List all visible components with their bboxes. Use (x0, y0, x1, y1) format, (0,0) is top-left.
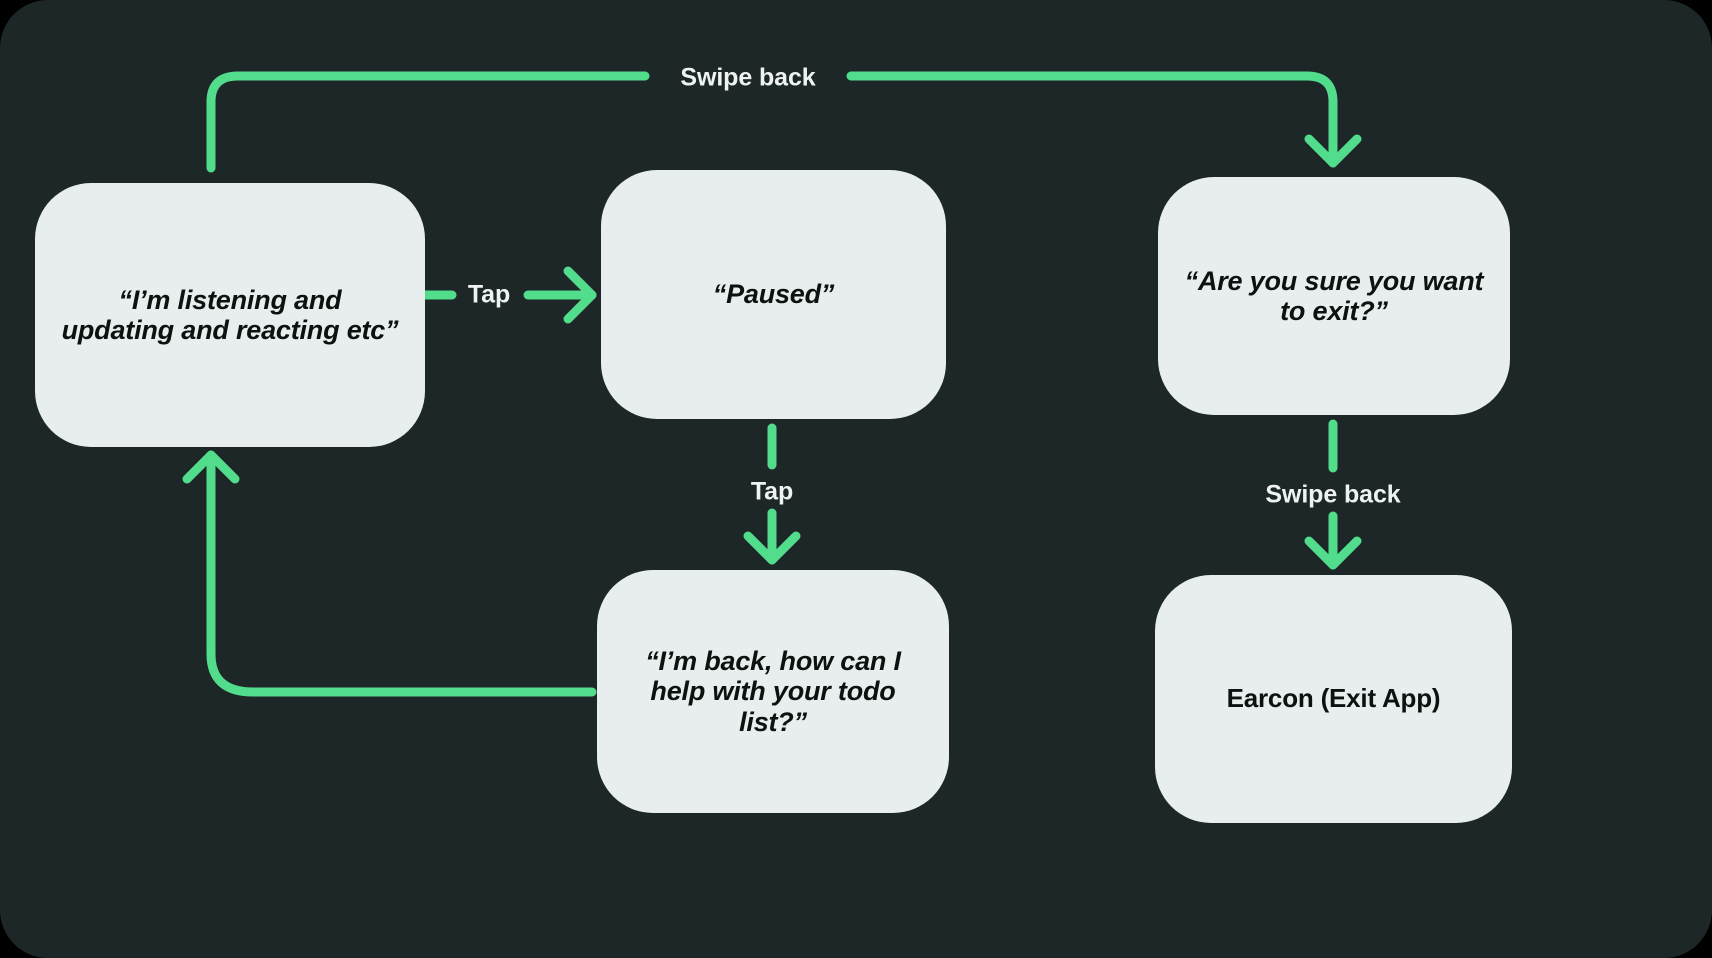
node-listening[interactable]: “I’m listening and updating and reacting… (35, 183, 425, 447)
node-earcon-label: Earcon (Exit App) (1226, 683, 1441, 714)
edge-label-tap-horizontal: Tap (467, 280, 511, 309)
node-im-back-label: “I’m back, how can I help with your todo… (645, 646, 909, 737)
node-im-back[interactable]: “I’m back, how can I help with your todo… (597, 570, 949, 813)
edge-label-swipe-back-right: Swipe back (1265, 480, 1401, 509)
node-confirm-exit-label: “Are you sure you want to exit?” (1184, 265, 1491, 326)
edge-label-tap-vertical: Tap (750, 477, 794, 506)
node-paused[interactable]: “Paused” (601, 170, 946, 419)
node-confirm-exit[interactable]: “Are you sure you want to exit?” (1158, 177, 1510, 415)
edge-label-swipe-back-top: Swipe back (680, 63, 816, 92)
arrowhead-down-icon (1304, 134, 1362, 168)
arrowhead-down-icon (1304, 536, 1362, 570)
arrowhead-up-icon (182, 450, 240, 484)
arrowhead-down-icon (743, 531, 801, 565)
node-listening-label: “I’m listening and updating and reacting… (61, 284, 399, 345)
edge-im-back-to-listening (182, 450, 597, 697)
node-earcon[interactable]: Earcon (Exit App) (1155, 575, 1512, 823)
arrowhead-right-icon (563, 266, 597, 324)
node-paused-label: “Paused” (712, 279, 835, 310)
